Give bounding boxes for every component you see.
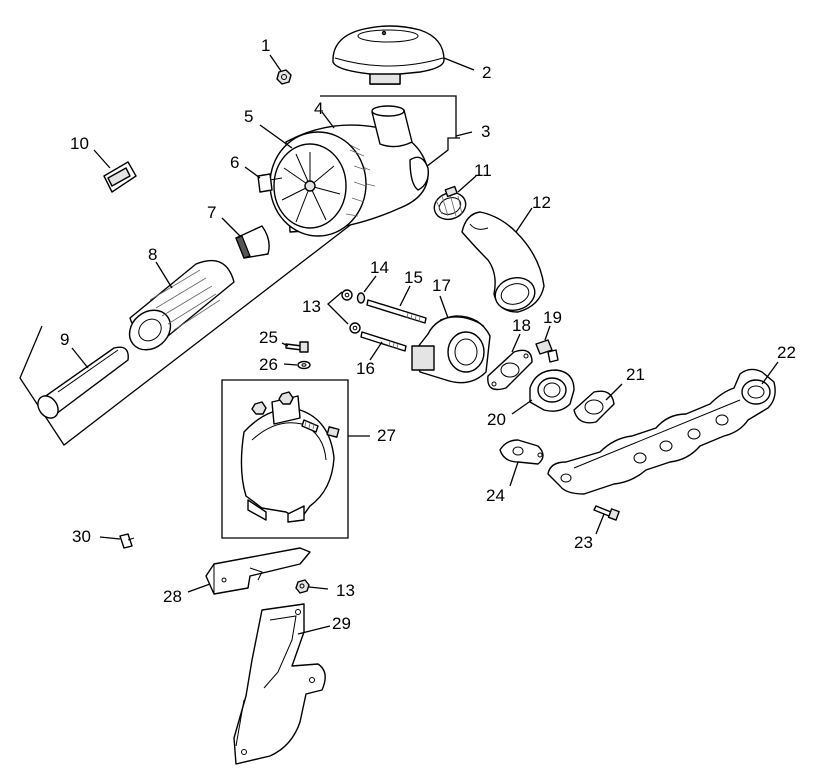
callout-22: 22 [777, 343, 796, 362]
part-28-bracket [205, 547, 311, 595]
part-6-clip [257, 173, 283, 193]
leader-13a [327, 291, 349, 325]
part-1-nut [276, 69, 292, 85]
part-19-fitting [535, 339, 559, 363]
callout-13a: 13 [302, 297, 321, 316]
leader-24 [509, 461, 519, 487]
part-14-washer [356, 292, 366, 304]
leader-26 [283, 363, 298, 366]
part-22-manifold [547, 368, 776, 495]
leader-21 [605, 383, 623, 401]
leader-17 [439, 295, 449, 319]
leader-2 [443, 57, 475, 71]
part-17-adapter [411, 315, 491, 384]
leader-22 [761, 361, 779, 385]
part-16-stud [360, 331, 407, 352]
callout-24: 24 [486, 486, 505, 505]
leader-13b [308, 586, 329, 590]
callout-2: 2 [482, 63, 491, 82]
part-11-hose-clamp [433, 185, 467, 221]
callout-20: 20 [487, 410, 506, 429]
callout-17: 17 [432, 276, 451, 295]
leader-12 [515, 207, 533, 233]
part-2-cover [332, 25, 445, 85]
leader-6 [244, 166, 261, 179]
callout-14: 14 [370, 258, 389, 277]
group-bracket-3 [19, 95, 460, 446]
part-27-heat-shield [240, 391, 340, 523]
leader-11 [457, 175, 477, 193]
leader-1 [269, 54, 282, 72]
callout-8: 8 [148, 245, 157, 264]
callout-11: 11 [474, 161, 492, 180]
callout-10: 10 [70, 134, 89, 153]
leader-16 [369, 341, 383, 361]
callout-23: 23 [574, 533, 593, 552]
part-23-bolt [593, 505, 620, 521]
part-9-safety-element [37, 346, 129, 419]
leader-23 [595, 513, 605, 535]
callout-16: 16 [356, 359, 375, 378]
group-bracket-27 [221, 379, 349, 539]
part-25-bolt [285, 341, 309, 353]
leader-15 [399, 285, 411, 307]
leader-28 [187, 583, 211, 593]
leader-10 [93, 149, 111, 169]
part-29-mounting-bracket [233, 603, 326, 765]
callout-27: 27 [377, 426, 396, 445]
part-18-gasket [487, 349, 533, 391]
leader-20 [511, 399, 533, 415]
part-10-indicator [103, 161, 137, 193]
callout-30: 30 [72, 527, 91, 546]
callout-3: 3 [481, 122, 490, 141]
callout-12: 12 [532, 193, 551, 212]
leader-19 [544, 325, 551, 341]
part-7-valve [235, 225, 270, 259]
callout-labels: 1 2 3 4 5 6 7 8 9 10 11 12 13 14 15 16 1… [60, 36, 796, 633]
callout-25: 25 [259, 328, 278, 347]
leader-5 [259, 124, 293, 149]
leader-30 [99, 536, 121, 540]
callout-18: 18 [512, 316, 531, 335]
part-20-adapter [529, 369, 575, 412]
leader-4 [321, 111, 335, 129]
callout-28: 28 [163, 587, 182, 606]
callout-26: 26 [259, 355, 278, 374]
part-13-nut [295, 579, 310, 594]
leader-3 [455, 131, 473, 137]
callout-15: 15 [404, 268, 423, 287]
leader-8 [155, 261, 173, 289]
callout-13b: 13 [336, 581, 355, 600]
part-30-clip [119, 533, 135, 549]
part-21-gasket [573, 390, 615, 424]
leader-25 [281, 342, 289, 347]
part-8-filter-element [128, 259, 235, 351]
callout-6: 6 [230, 153, 239, 172]
leader-7 [221, 217, 241, 237]
leader-9 [71, 347, 89, 369]
callout-21: 21 [626, 365, 645, 384]
callout-1: 1 [261, 36, 270, 55]
part-24-gasket [499, 439, 544, 465]
leader-14 [363, 275, 377, 293]
part-13-washers [341, 289, 361, 334]
part-26-washer [297, 360, 311, 370]
callout-7: 7 [207, 203, 216, 222]
callout-4: 4 [314, 99, 323, 118]
callout-9: 9 [60, 330, 69, 349]
leader-29 [297, 625, 331, 635]
part-5-filter-end-cap [269, 131, 367, 237]
callout-19: 19 [543, 308, 562, 327]
callout-5: 5 [244, 107, 253, 126]
part-12-elbow-hose [461, 211, 545, 313]
part-15-stud [366, 299, 427, 324]
callout-29: 29 [332, 614, 351, 633]
leader-18 [511, 333, 521, 353]
